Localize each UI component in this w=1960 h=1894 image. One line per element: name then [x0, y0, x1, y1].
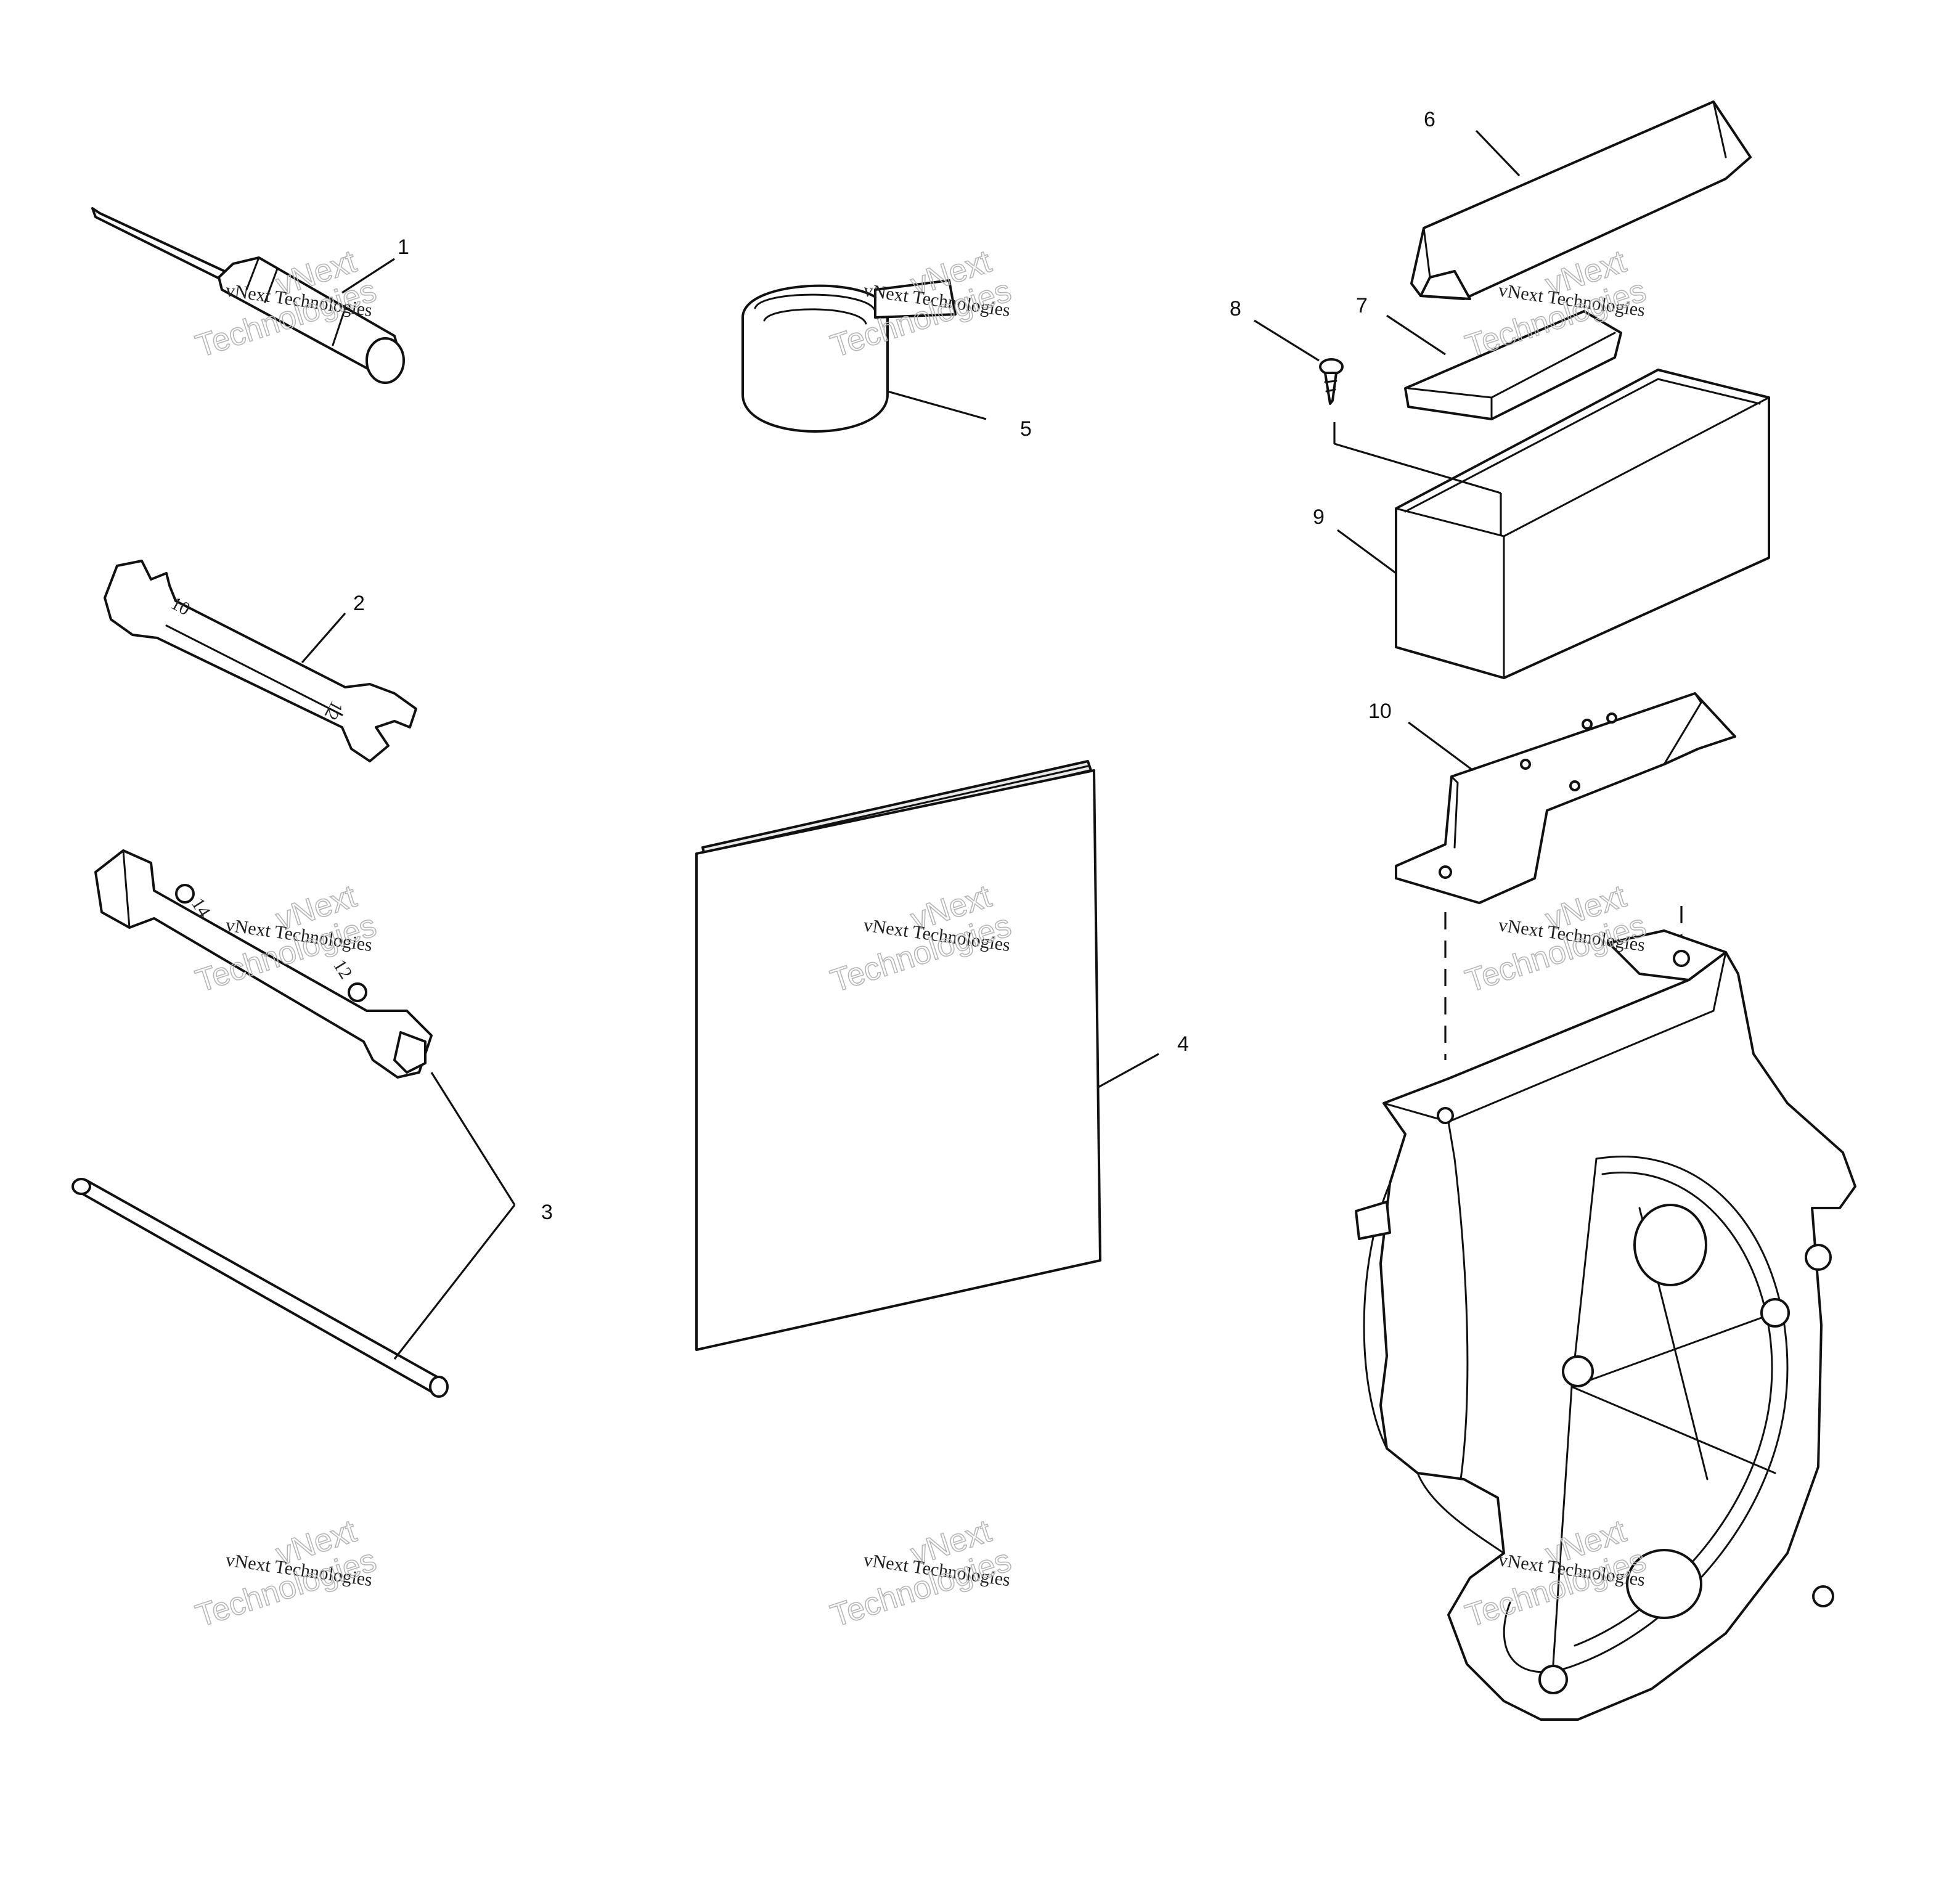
- callout-3: 3: [541, 1201, 553, 1224]
- watermark-6: vNext vNext Technologies Technologies: [191, 1512, 381, 1635]
- mounting-bracket: [1395, 692, 1736, 904]
- tommy-bar: [71, 1178, 449, 1398]
- callout-4: 4: [1177, 1032, 1189, 1056]
- callout-5: 5: [1020, 417, 1032, 441]
- leader-lines: [301, 129, 1683, 1360]
- callout-labels: 1 2 3 4 5 6 7 8 9 10: [353, 108, 1435, 1224]
- callout-7: 7: [1356, 294, 1368, 317]
- open-end-wrench: 10 12: [104, 560, 417, 762]
- box-lid: [1410, 100, 1752, 300]
- screw: [1319, 358, 1344, 405]
- chaincase-housing: [1355, 929, 1856, 1721]
- callout-8: 8: [1230, 297, 1241, 320]
- callout-6: 6: [1424, 108, 1435, 131]
- screwdriver: [91, 207, 405, 384]
- strap-roll: [741, 279, 957, 433]
- callout-9: 9: [1313, 505, 1325, 529]
- callout-10: 10: [1368, 700, 1392, 723]
- storage-box: [1395, 369, 1770, 679]
- owners-manual: [695, 760, 1101, 1351]
- callout-1: 1: [398, 235, 409, 259]
- foam-pad: [1404, 310, 1622, 420]
- socket-size-mark-b: 12: [329, 956, 356, 982]
- watermark-7: vNext vNext Technologies Technologies: [826, 1512, 1016, 1635]
- callout-2: 2: [353, 592, 365, 615]
- socket-wrench: 14 12: [94, 849, 433, 1079]
